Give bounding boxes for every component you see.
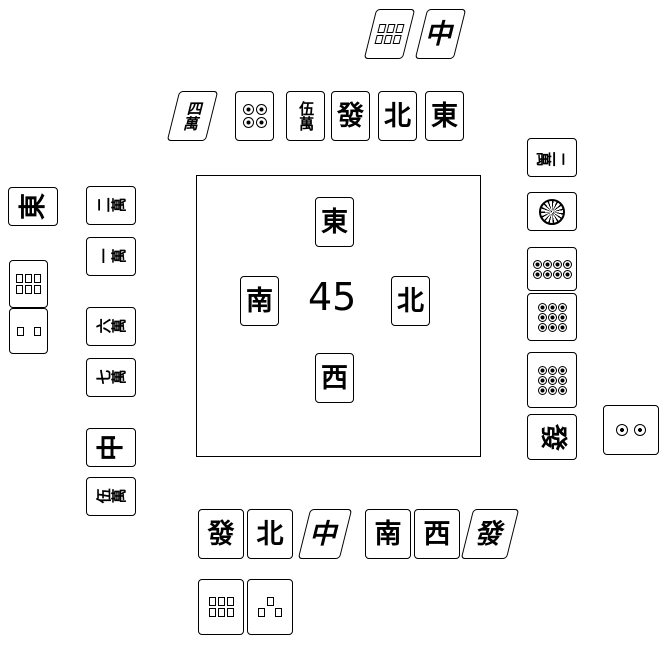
top-tile-bamboo-8[interactable] [364, 9, 415, 59]
right-discard-9-pin-b[interactable] [527, 352, 577, 408]
left-discard-1-man[interactable]: 一萬 [86, 237, 136, 276]
center-east-wind: 東 [315, 197, 354, 247]
tile-label: 北 [397, 288, 424, 315]
right-discard-2-pin[interactable] [603, 405, 659, 455]
tile-label: 二萬 [96, 198, 126, 213]
tile-label: 伍萬 [96, 489, 126, 504]
tile-label: 北 [384, 103, 411, 130]
right-discard-1-pin[interactable] [527, 192, 577, 231]
tile-label: 七萬 [96, 370, 126, 385]
tile-label: 東 [431, 103, 458, 130]
bottom-hand-west[interactable]: 西 [414, 509, 460, 559]
tile-label: 發 [208, 521, 235, 548]
tile-label: 中 [98, 434, 125, 461]
round-counter: 45 [308, 278, 356, 316]
tile-label: 西 [424, 521, 451, 548]
left-discard-5-man[interactable]: 伍萬 [86, 477, 136, 516]
tile-label: 發 [337, 103, 364, 130]
center-north-wind: 北 [391, 276, 430, 326]
tile-label: 西 [321, 365, 348, 392]
tile-label: 東 [321, 209, 348, 236]
bottom-bamboo-3[interactable] [247, 579, 293, 635]
right-discard-green-dragon[interactable]: 發 [527, 414, 577, 460]
top-meld-4-man[interactable]: 四萬 [167, 91, 218, 141]
left-bamboo-2[interactable] [9, 308, 48, 354]
left-bamboo-6[interactable] [9, 260, 48, 308]
top-meld-4-pin[interactable] [235, 91, 274, 141]
center-south-wind: 南 [240, 276, 279, 326]
tile-label: 二萬 [537, 150, 567, 165]
tile-label: 南 [375, 521, 402, 548]
top-meld-north[interactable]: 北 [378, 91, 417, 141]
tile-label: 南 [246, 288, 273, 315]
tile-label: 四萬 [181, 101, 204, 131]
tile-label: 六萬 [96, 319, 126, 334]
top-tile-red-dragon[interactable]: 中 [415, 9, 466, 59]
circle-icon [539, 199, 565, 225]
bottom-hand-red-dragon[interactable]: 中 [298, 509, 352, 559]
tile-label: 北 [257, 521, 284, 548]
top-meld-5-man[interactable]: 伍萬 [286, 91, 325, 141]
left-wind-east[interactable]: 東 [8, 187, 58, 226]
right-discard-9-pin[interactable] [527, 293, 577, 341]
left-discard-6-man[interactable]: 六萬 [86, 307, 136, 346]
bottom-bamboo-6[interactable] [198, 579, 244, 635]
center-west-wind: 西 [315, 353, 354, 403]
left-discard-red-dragon[interactable]: 中 [86, 428, 136, 467]
right-discard-8-pin[interactable] [527, 247, 577, 291]
tile-label: 發 [473, 521, 507, 548]
tile-label: 發 [539, 424, 566, 451]
tile-label: 中 [308, 521, 342, 548]
left-discard-2-man[interactable]: 二萬 [86, 186, 136, 225]
bottom-hand-south[interactable]: 南 [365, 509, 411, 559]
right-discard-2-man[interactable]: 二萬 [527, 138, 577, 177]
bottom-hand-green-dragon-b[interactable]: 發 [461, 509, 519, 559]
bottom-hand-north[interactable]: 北 [247, 509, 293, 559]
tile-label: 中 [424, 21, 458, 48]
tile-label: 東 [20, 193, 47, 220]
left-discard-7-man[interactable]: 七萬 [86, 358, 136, 397]
bottom-hand-green-dragon[interactable]: 發 [198, 509, 244, 559]
top-meld-east[interactable]: 東 [425, 91, 464, 141]
tile-label: 一萬 [96, 249, 126, 264]
top-meld-green-dragon[interactable]: 發 [331, 91, 370, 141]
tile-label: 伍萬 [298, 101, 313, 131]
